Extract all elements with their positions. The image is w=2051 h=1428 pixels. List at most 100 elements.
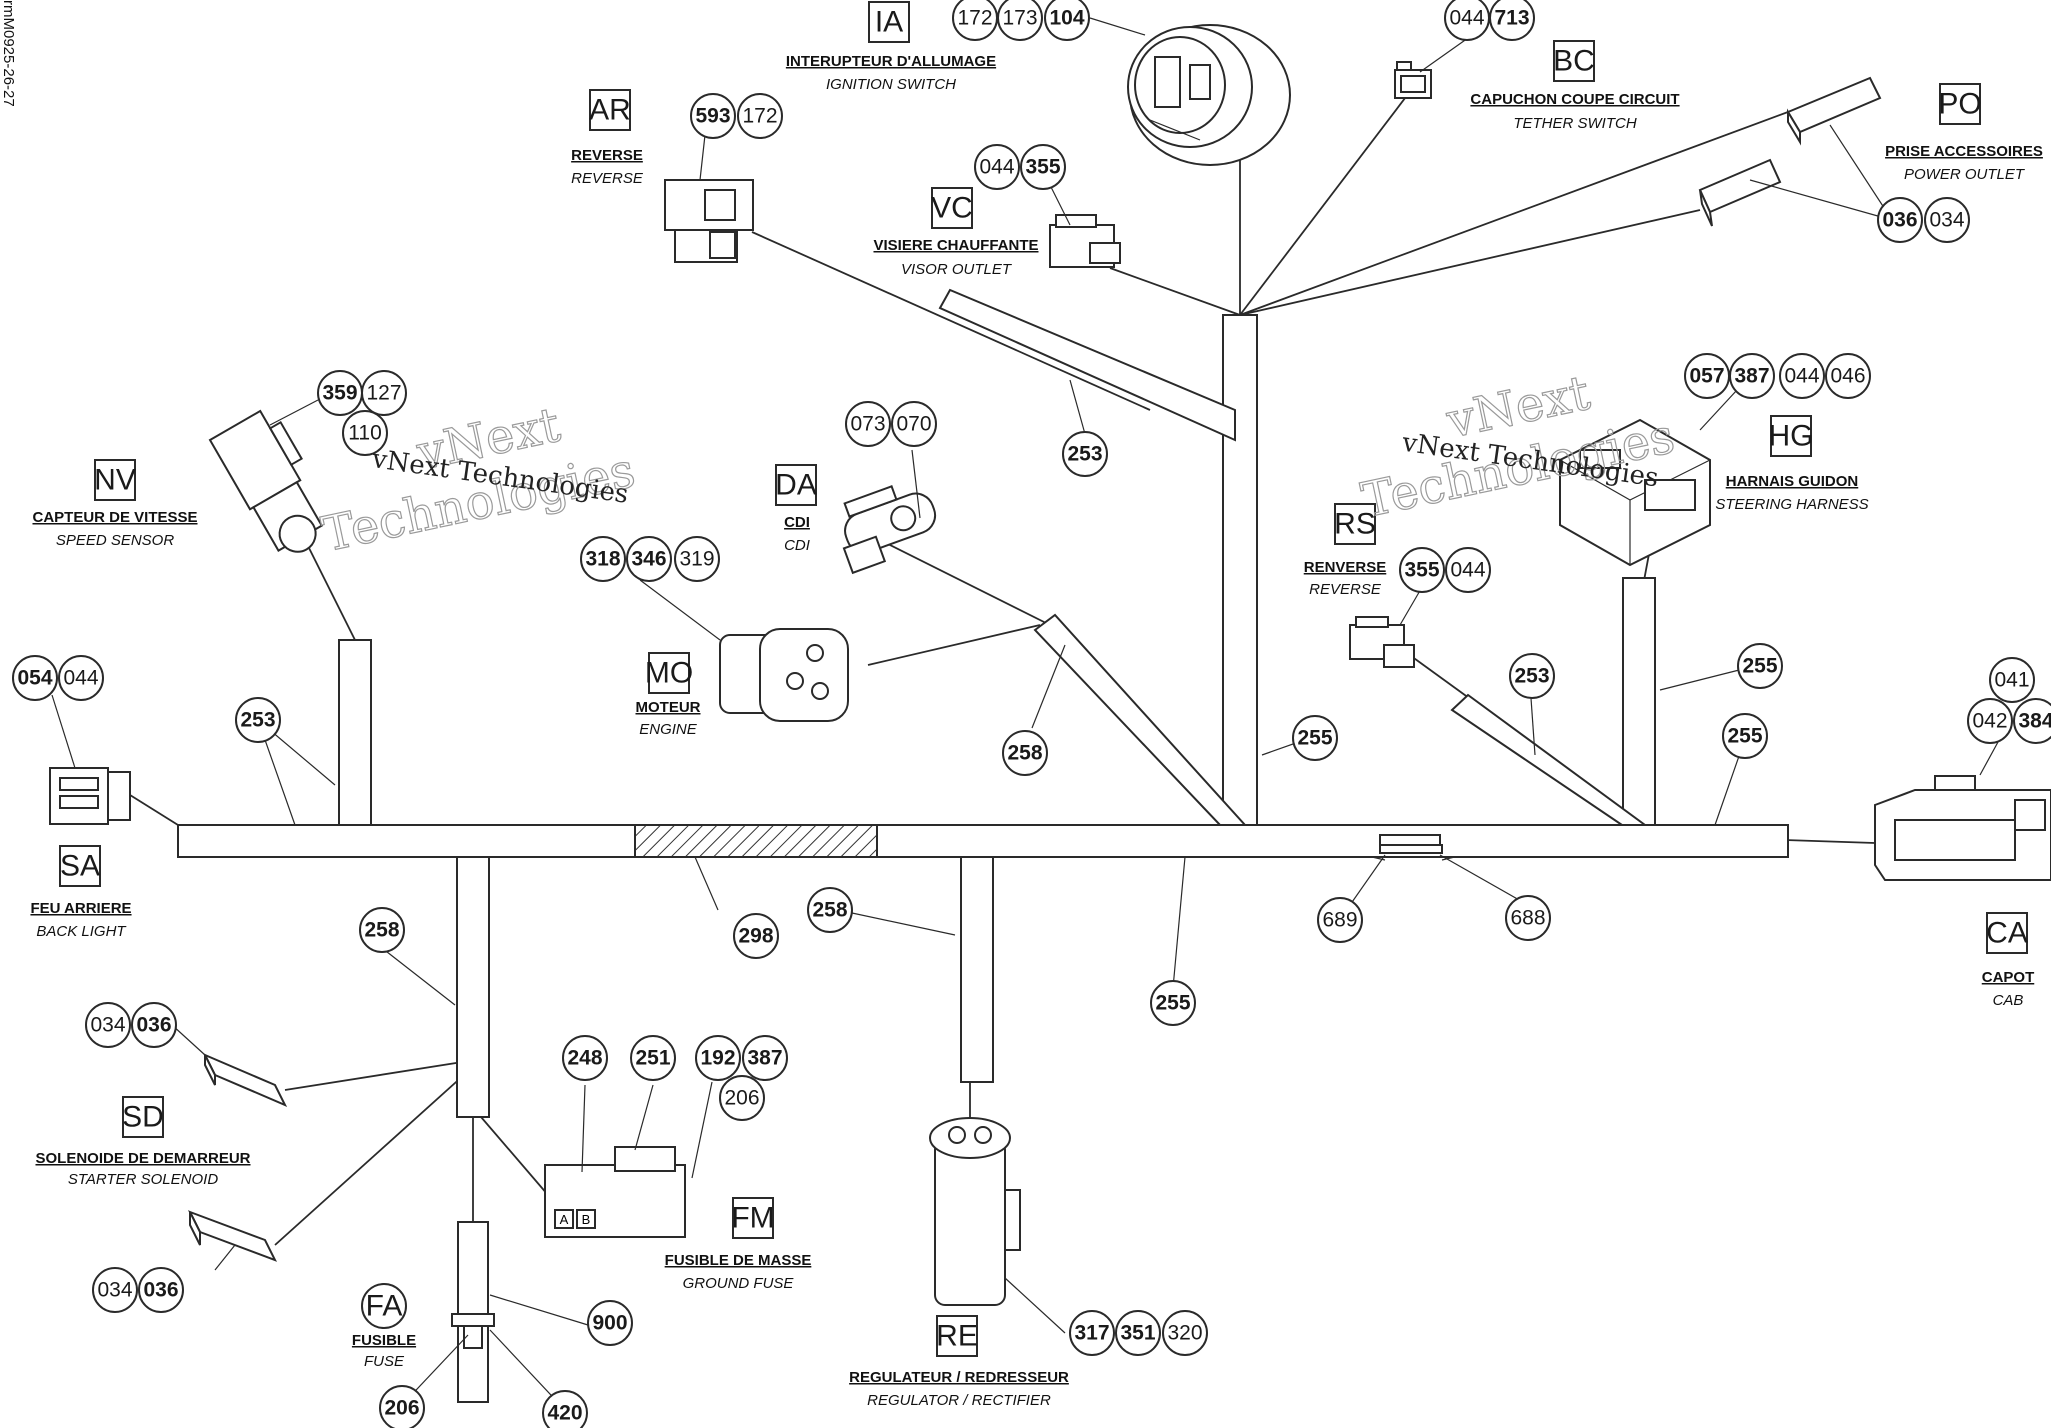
label-en-sa: BACK LIGHT xyxy=(36,923,127,940)
svg-text:255: 255 xyxy=(1297,727,1332,750)
label-fr-po: PRISE ACCESSOIRES xyxy=(1885,143,2043,160)
part-bubble: 206 xyxy=(379,1385,425,1428)
label-fr-mo: MOTEUR xyxy=(636,699,701,716)
svg-text:351: 351 xyxy=(1120,1322,1155,1345)
steering-harness-shape xyxy=(1559,418,1711,567)
svg-text:258: 258 xyxy=(1007,742,1042,765)
svg-text:420: 420 xyxy=(547,1402,582,1425)
label-en-nv: SPEED SENSOR xyxy=(56,532,175,549)
part-bubble: 255 xyxy=(1722,713,1768,759)
tether-switch-shape xyxy=(1394,61,1432,99)
svg-text:298: 298 xyxy=(738,925,773,948)
label-fr-sd: SOLENOIDE DE DEMARREUR xyxy=(35,1150,250,1167)
part-bubble: 034 xyxy=(92,1267,138,1313)
svg-text:073: 073 xyxy=(850,413,885,436)
svg-text:317: 317 xyxy=(1074,1322,1109,1345)
svg-text:320: 320 xyxy=(1167,1322,1202,1345)
svg-text:HG: HG xyxy=(1769,420,1814,453)
svg-text:054: 054 xyxy=(17,667,52,690)
label-fr-hg: HARNAIS GUIDON xyxy=(1726,473,1859,490)
part-bubble: 127 xyxy=(361,370,407,416)
part-bubble: 258 xyxy=(807,887,853,933)
svg-text:044: 044 xyxy=(1784,365,1819,388)
harness-trunks xyxy=(177,288,1789,1118)
svg-text:034: 034 xyxy=(1929,209,1964,232)
svg-text:044: 044 xyxy=(63,667,98,690)
label-fr-ia: INTERUPTEUR D'ALLUMAGE xyxy=(786,53,996,70)
svg-text:RE: RE xyxy=(936,1320,978,1353)
part-bubble: 251 xyxy=(630,1035,676,1081)
cab-connector-shape xyxy=(1874,775,2051,881)
part-bubble: 044 xyxy=(974,144,1020,190)
label-fr-bc: CAPUCHON COUPE CIRCUIT xyxy=(1470,91,1679,108)
code-box-fm: FM xyxy=(731,1197,775,1239)
label-en-rs: REVERSE xyxy=(1309,581,1382,598)
svg-text:044: 044 xyxy=(979,156,1014,179)
svg-text:255: 255 xyxy=(1155,992,1190,1015)
part-bubble: 384 xyxy=(2013,698,2051,744)
label-fr-nv: CAPTEUR DE VITESSE xyxy=(32,509,197,526)
svg-text:SD: SD xyxy=(122,1101,164,1134)
regulator-rectifier-shape xyxy=(929,1117,1021,1306)
svg-text:172: 172 xyxy=(957,7,992,30)
svg-text:248: 248 xyxy=(567,1047,602,1070)
svg-text:041: 041 xyxy=(1994,669,2029,692)
part-bubble: 253 xyxy=(1062,431,1108,477)
svg-text:034: 034 xyxy=(90,1014,125,1037)
part-bubble: 255 xyxy=(1292,715,1338,761)
label-en-po: POWER OUTLET xyxy=(1904,166,2026,183)
wire-leads xyxy=(129,84,1876,1246)
part-bubble: 034 xyxy=(85,1002,131,1048)
part-bubble: 036 xyxy=(131,1002,177,1048)
part-bubble: 346 xyxy=(626,536,672,582)
svg-text:258: 258 xyxy=(812,899,847,922)
svg-text:206: 206 xyxy=(724,1087,759,1110)
visor-outlet-shape xyxy=(1049,214,1121,268)
code-box-hg: HG xyxy=(1769,415,1814,457)
part-bubble: 253 xyxy=(235,697,281,743)
part-bubble: 172 xyxy=(737,93,783,139)
part-bubble: 044 xyxy=(1445,547,1491,593)
part-bubble: 255 xyxy=(1737,643,1783,689)
cdi-connector-shape xyxy=(842,485,937,575)
label-en-sd: STARTER SOLENOID xyxy=(68,1171,218,1188)
part-bubble: 042 xyxy=(1967,698,2013,744)
label-en-da: CDI xyxy=(784,537,810,554)
svg-text:NV: NV xyxy=(94,464,136,497)
svg-text:255: 255 xyxy=(1727,725,1762,748)
svg-text:387: 387 xyxy=(1734,365,1769,388)
svg-text:355: 355 xyxy=(1025,156,1060,179)
svg-text:FM: FM xyxy=(731,1202,774,1235)
code-box-re: RE xyxy=(936,1315,978,1357)
part-bubble: 298 xyxy=(733,913,779,959)
part-bubble: 172 xyxy=(952,0,998,41)
svg-text:IA: IA xyxy=(875,6,903,39)
label-en-hg: STEERING HARNESS xyxy=(1715,496,1868,513)
svg-text:070: 070 xyxy=(896,413,931,436)
svg-text:034: 034 xyxy=(97,1279,132,1302)
label-en-ca: CAB xyxy=(1993,992,2024,1009)
svg-text:PO: PO xyxy=(1938,88,1981,121)
label-fr-da: CDI xyxy=(784,514,810,531)
code-box-mo: MO xyxy=(645,652,693,694)
part-bubble: 593 xyxy=(690,93,736,139)
part-bubble: 355 xyxy=(1020,144,1066,190)
starter-solenoid-shape xyxy=(187,1053,288,1262)
svg-text:DA: DA xyxy=(775,469,817,502)
part-bubble: 258 xyxy=(1002,730,1048,776)
part-bubble: 689 xyxy=(1317,897,1363,943)
label-en-bc: TETHER SWITCH xyxy=(1513,115,1636,132)
part-bubble: 036 xyxy=(1877,197,1923,243)
svg-text:046: 046 xyxy=(1830,365,1865,388)
svg-text:319: 319 xyxy=(679,548,714,571)
label-fr-ca: CAPOT xyxy=(1982,969,2035,986)
protective-sleeve xyxy=(634,824,878,858)
part-bubble: 110 xyxy=(342,410,388,456)
svg-text:SA: SA xyxy=(60,850,100,883)
label-en-mo: ENGINE xyxy=(639,721,698,738)
label-en-fa: FUSE xyxy=(364,1353,405,1370)
fuse-terminal-a: A xyxy=(560,1212,569,1227)
svg-text:688: 688 xyxy=(1510,907,1545,930)
svg-text:CA: CA xyxy=(1986,917,2028,950)
